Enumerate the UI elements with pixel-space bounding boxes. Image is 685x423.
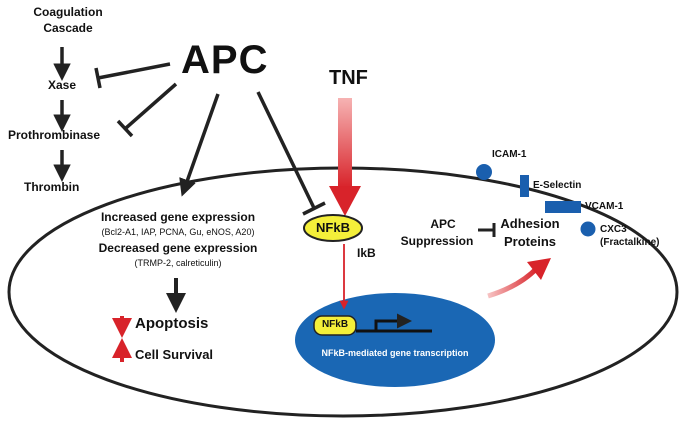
thrombin-label: Thrombin <box>24 180 80 194</box>
nfkb-complex <box>303 214 363 242</box>
icam1-label: ICAM-1 <box>492 149 527 160</box>
nucleus-nfkb-box <box>313 315 357 336</box>
cascade-header-line2: Cascade <box>43 21 93 35</box>
apc-suppression-line1: APC <box>430 217 456 231</box>
nfkb-complex-label: NFkB <box>316 220 350 235</box>
xase-label: Xase <box>47 78 77 92</box>
apc-label: APC <box>181 38 269 82</box>
xase-inhibition-bar <box>94 67 102 89</box>
icam1-receptor <box>476 164 492 180</box>
apc-inhibits-prothrombinase <box>124 82 178 130</box>
e-selectin-receptor <box>520 175 529 197</box>
adhesion-proteins-line1: Adhesion <box>500 216 560 231</box>
decreased-gene-expression-title: Decreased gene expression <box>98 241 258 255</box>
cxc3-label-line1: CXC3 <box>600 224 627 235</box>
prothrombinase-label: Prothrombinase <box>8 128 101 142</box>
apc-inhibits-nfkb <box>256 91 316 209</box>
decreased-gene-expression-list: (TRMP-2, calreticulin) <box>134 258 222 268</box>
tnf-arrow-shaft <box>338 98 352 188</box>
cxc3-receptor <box>580 221 596 237</box>
tnf-label: TNF <box>329 67 368 89</box>
apc-to-gene-expression-arrow <box>179 93 220 197</box>
cxc3-label-line2: (Fractalkine) <box>600 237 660 248</box>
nucleus <box>295 293 495 387</box>
adhesion-proteins-line2: Proteins <box>503 234 557 249</box>
tnf-arrow-head <box>329 186 361 216</box>
nucleus-nfkb-label: NFkB <box>321 319 349 330</box>
cell-survival-label: Cell Survival <box>135 347 214 362</box>
prothrombinase-inhibition-bar <box>116 119 134 138</box>
e-selectin-label: E-Selectin <box>533 180 582 191</box>
apc-suppression-line2: Suppression <box>400 234 474 248</box>
transcription-to-adhesion-arrowhead <box>527 258 551 280</box>
vcam1-receptor <box>545 201 581 213</box>
apc-inhibits-xase <box>97 62 171 80</box>
increased-gene-expression-list: (Bcl2-A1, IAP, PCNA, Gu, eNOS, A20) <box>101 227 255 237</box>
apoptosis-label: Apoptosis <box>135 315 209 332</box>
cascade-header-line1: Coagulation <box>33 5 103 19</box>
nfkb-inhibition-bar <box>302 201 326 216</box>
vcam1-label: VCAM-1 <box>585 201 624 212</box>
transcription-start-arrow <box>374 313 412 331</box>
ikb-label: IkB <box>357 246 376 260</box>
transcription-label: NFkB-mediated gene transcription <box>321 348 469 358</box>
increased-gene-expression-title: Increased gene expression <box>100 210 256 224</box>
